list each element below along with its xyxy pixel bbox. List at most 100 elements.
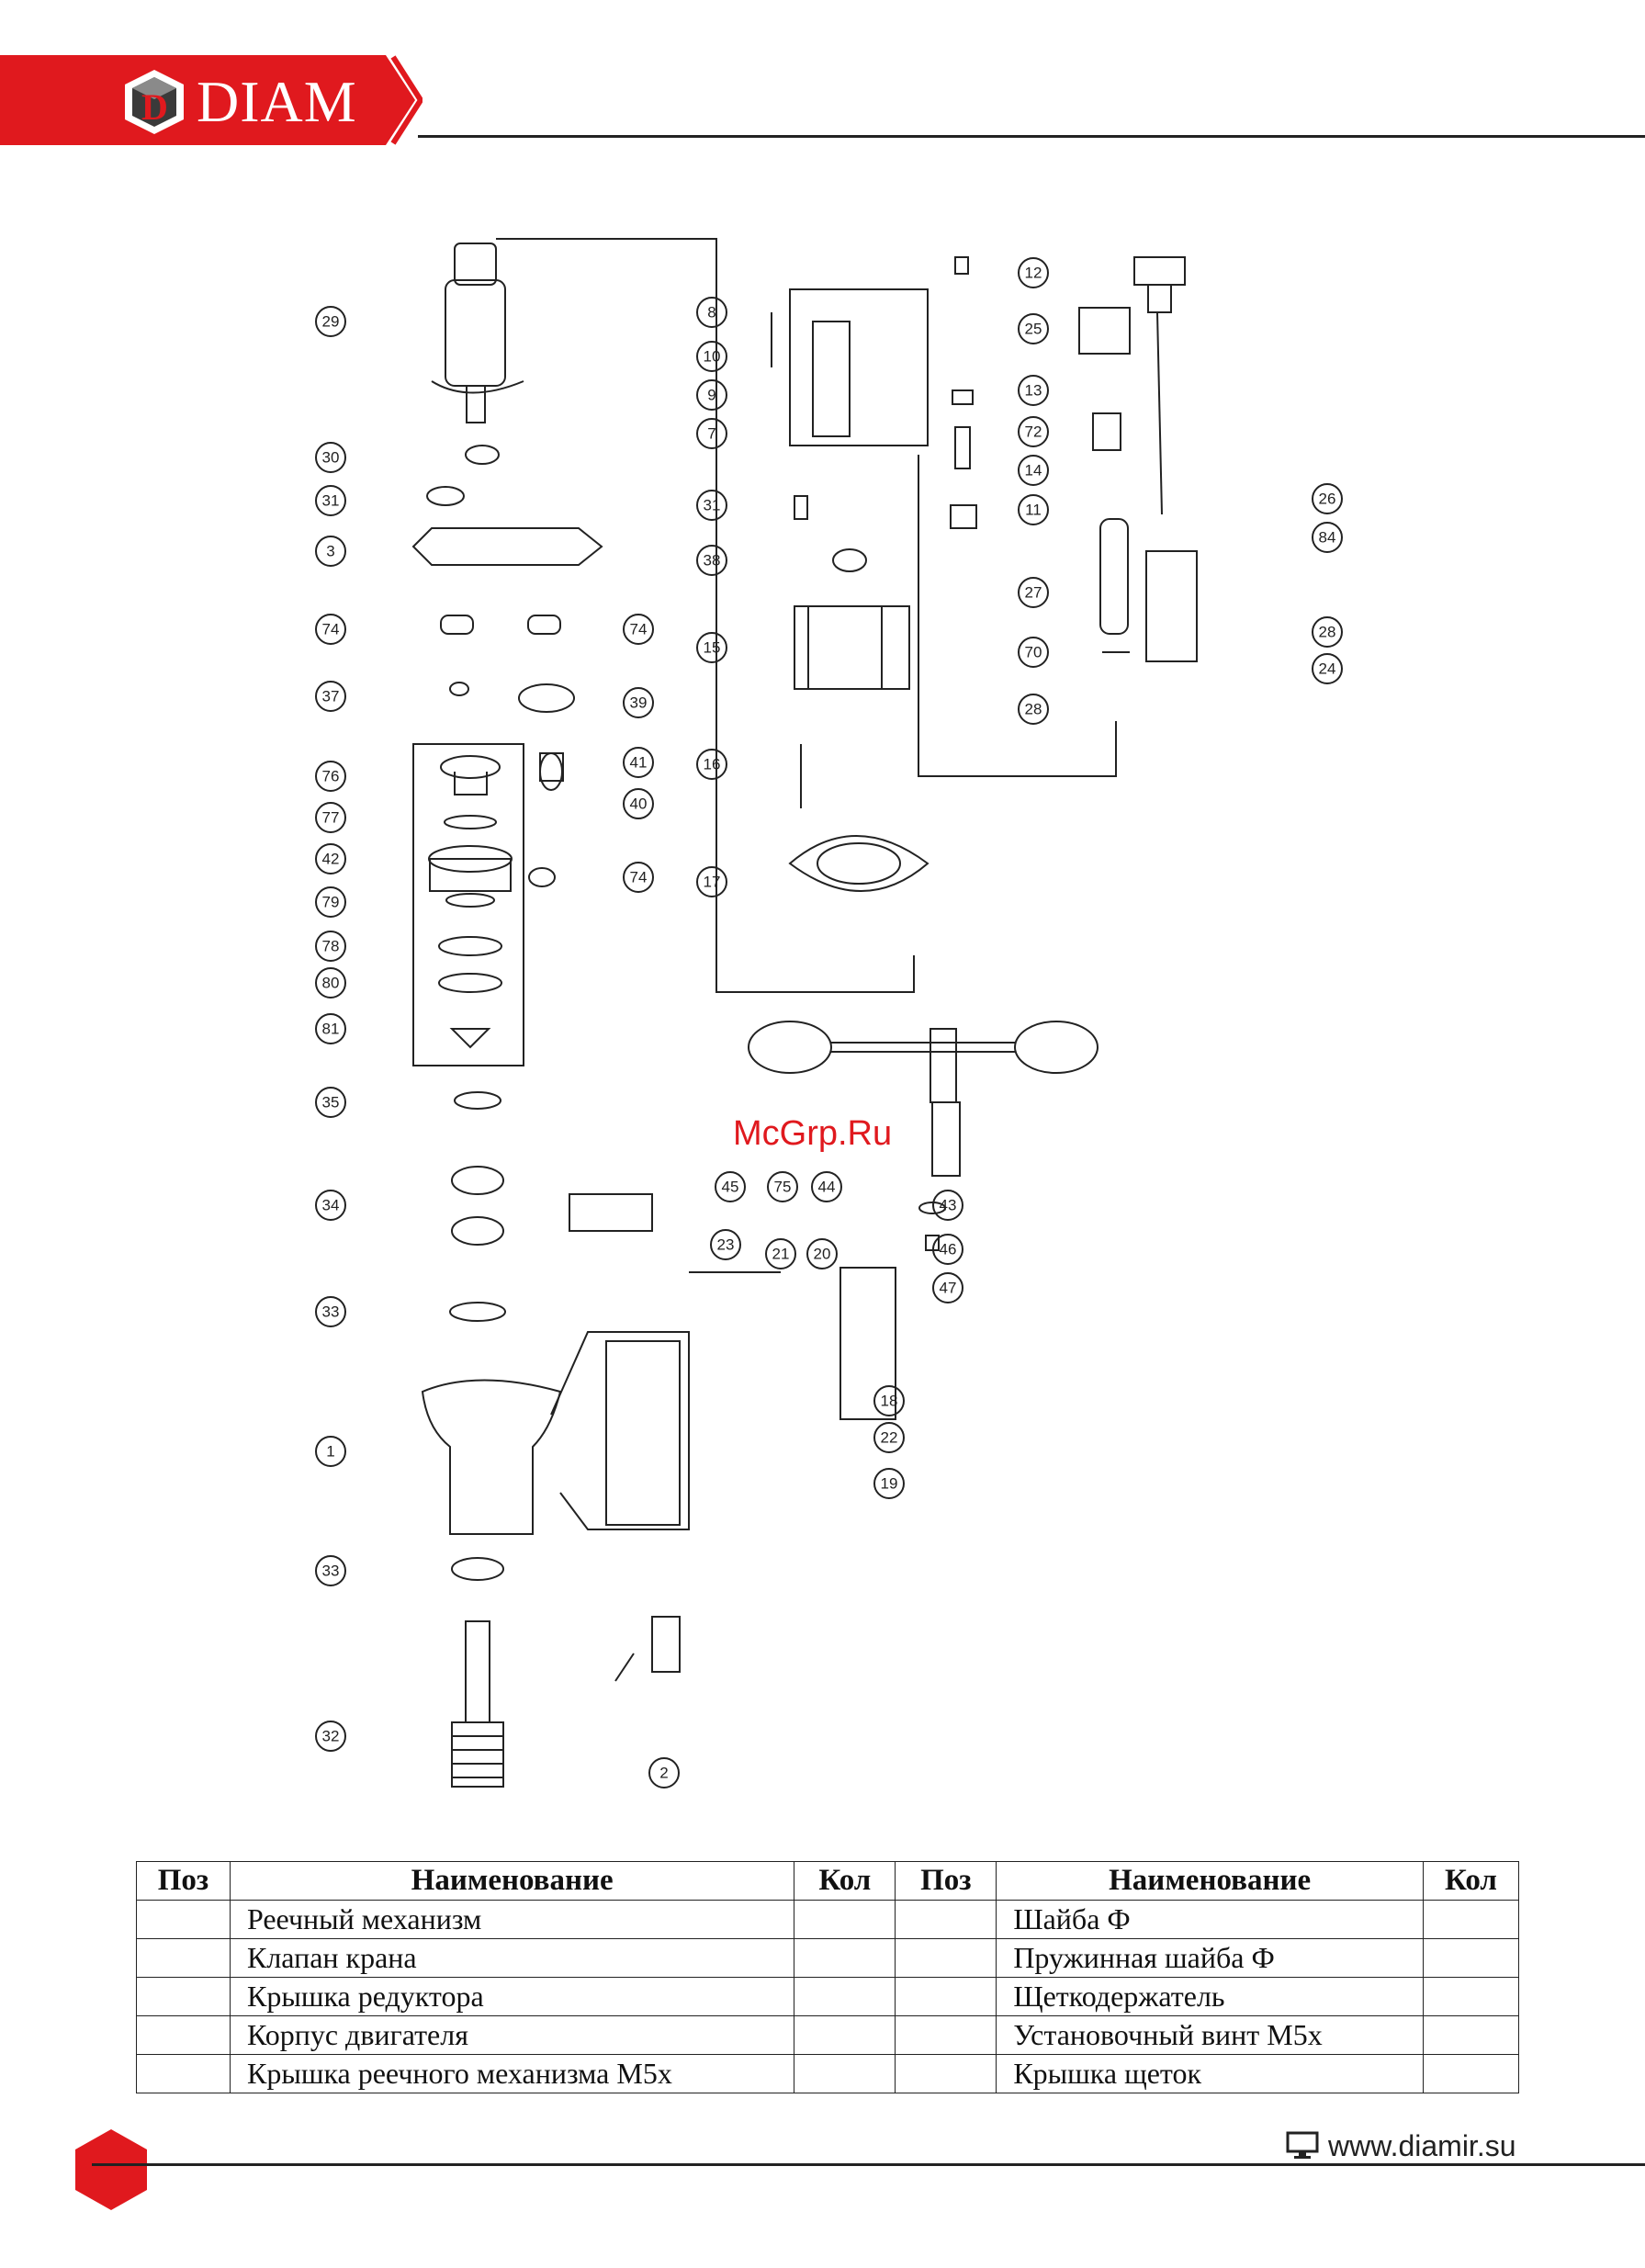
cell-pos <box>895 1938 997 1978</box>
cell-qty <box>794 2015 896 2055</box>
callout-label: 7 <box>707 425 715 443</box>
cell-name: Клапан крана <box>229 1938 795 1978</box>
watermark-text: McGrp.Ru <box>733 1114 893 1153</box>
footer-website-link[interactable]: www.diamir.su <box>1328 2129 1516 2162</box>
callout-label: 26 <box>1319 491 1336 508</box>
callout-label: 9 <box>707 387 715 404</box>
callout-label: 72 <box>1025 423 1042 441</box>
cell-name: Установочный винт M5x <box>996 2015 1424 2055</box>
callout-label: 76 <box>322 768 340 785</box>
col-header-qty: Кол <box>1422 1861 1520 1901</box>
exploded-parts-diagram: 29 30 31 3 74 74 37 39 76 41 40 77 42 74… <box>315 238 1343 1788</box>
cell-name: Шайба Ф <box>996 1900 1424 1939</box>
callout-label: 70 <box>1025 644 1042 661</box>
diam-logo-icon: D <box>125 70 184 134</box>
col-header-name: Наименование <box>229 1861 795 1901</box>
callout-label: 81 <box>322 1021 340 1038</box>
cell-pos <box>136 1938 231 1978</box>
cell-qty <box>1422 1900 1520 1939</box>
callout-label: 20 <box>814 1246 831 1263</box>
page-header: D DIAM <box>0 0 1645 165</box>
cell-qty <box>794 1938 896 1978</box>
callout-label: 31 <box>704 497 721 514</box>
callout-label: 27 <box>1025 584 1042 602</box>
callout-label: 37 <box>322 688 340 705</box>
callout-label: 10 <box>704 348 721 366</box>
cell-pos <box>136 2015 231 2055</box>
table-row: Корпус двигателя Установочный винт M5x <box>136 2015 1520 2055</box>
table-row: Реечный механизм Шайба Ф <box>136 1900 1520 1939</box>
col-header-pos: Поз <box>895 1861 997 1901</box>
callout-label: 11 <box>1025 502 1042 519</box>
logo-banner <box>0 55 423 145</box>
cell-pos <box>895 1977 997 2016</box>
callout-label: 38 <box>704 552 721 570</box>
cell-name: Пружинная шайба Ф <box>996 1938 1424 1978</box>
callout-label: 16 <box>704 756 721 773</box>
cell-qty <box>794 2054 896 2093</box>
callout-label: 19 <box>881 1475 898 1493</box>
callout-label: 78 <box>322 938 340 955</box>
callout-label: 42 <box>322 851 340 868</box>
callout-label: 74 <box>630 869 648 886</box>
cell-name: Крышка щеток <box>996 2054 1424 2093</box>
callout-label: 25 <box>1025 321 1042 338</box>
table-row: Крышка реечного механизма M5x Крышка щет… <box>136 2054 1520 2093</box>
cell-qty <box>1422 2015 1520 2055</box>
cell-name: Крышка реечного механизма M5x <box>229 2054 795 2093</box>
cell-pos <box>136 1977 231 2016</box>
callout-label: 24 <box>1319 660 1336 678</box>
callout-label: 47 <box>940 1280 957 1297</box>
col-header-pos: Поз <box>136 1861 231 1901</box>
callout-label: 14 <box>1025 462 1042 480</box>
callout-label: 40 <box>630 795 648 813</box>
cell-qty <box>794 1977 896 2016</box>
cell-pos <box>895 2054 997 2093</box>
cell-pos <box>895 1900 997 1939</box>
cell-pos <box>136 2054 231 2093</box>
callout-label: 15 <box>704 639 721 657</box>
callout-label: 1 <box>326 1443 334 1461</box>
cell-pos <box>136 1900 231 1939</box>
callout-label: 31 <box>322 492 340 510</box>
callout-label: 21 <box>772 1246 790 1263</box>
cell-name: Реечный механизм <box>229 1900 795 1939</box>
callout-label: 33 <box>322 1563 340 1580</box>
table-row: Крышка редуктора Щеткодержатель <box>136 1977 1520 2016</box>
callout-label: 8 <box>707 304 715 322</box>
callout-label: 28 <box>1025 701 1042 718</box>
callout-label: 3 <box>326 543 334 560</box>
callout-label: 2 <box>659 1765 668 1782</box>
cell-name: Корпус двигателя <box>229 2015 795 2055</box>
monitor-icon <box>1286 2131 1319 2159</box>
callout-label: 79 <box>322 894 340 911</box>
footer-divider <box>92 2163 1645 2166</box>
callout-label: 35 <box>322 1094 340 1111</box>
callout-label: 80 <box>322 975 340 992</box>
col-header-qty: Кол <box>794 1861 896 1901</box>
cell-pos <box>895 2015 997 2055</box>
cell-qty <box>1422 2054 1520 2093</box>
callout-label: 34 <box>322 1197 340 1214</box>
callout-label: 33 <box>322 1303 340 1321</box>
table-header-row: Поз Наименование Кол Поз Наименование Ко… <box>136 1861 1520 1901</box>
callout-label: 30 <box>322 449 340 467</box>
col-header-name: Наименование <box>996 1861 1424 1901</box>
cell-qty <box>794 1900 896 1939</box>
cell-qty <box>1422 1938 1520 1978</box>
callout-label: 77 <box>322 809 340 827</box>
brand-name: DIAM <box>197 69 357 134</box>
table-row: Клапан крана Пружинная шайба Ф <box>136 1938 1520 1978</box>
callout-label: 84 <box>1319 529 1336 547</box>
callout-label: 41 <box>630 754 648 772</box>
callout-label: 74 <box>322 621 340 638</box>
callout-label: 32 <box>322 1728 340 1745</box>
callout-label: 74 <box>630 621 648 638</box>
callout-label: 39 <box>630 694 648 712</box>
footer-hexagon-icon <box>75 2129 147 2210</box>
cell-name: Крышка редуктора <box>229 1977 795 2016</box>
header-divider <box>418 135 1645 138</box>
callout-label: 12 <box>1025 265 1042 282</box>
callout-label: 17 <box>704 874 721 891</box>
callout-label: 29 <box>322 313 340 331</box>
